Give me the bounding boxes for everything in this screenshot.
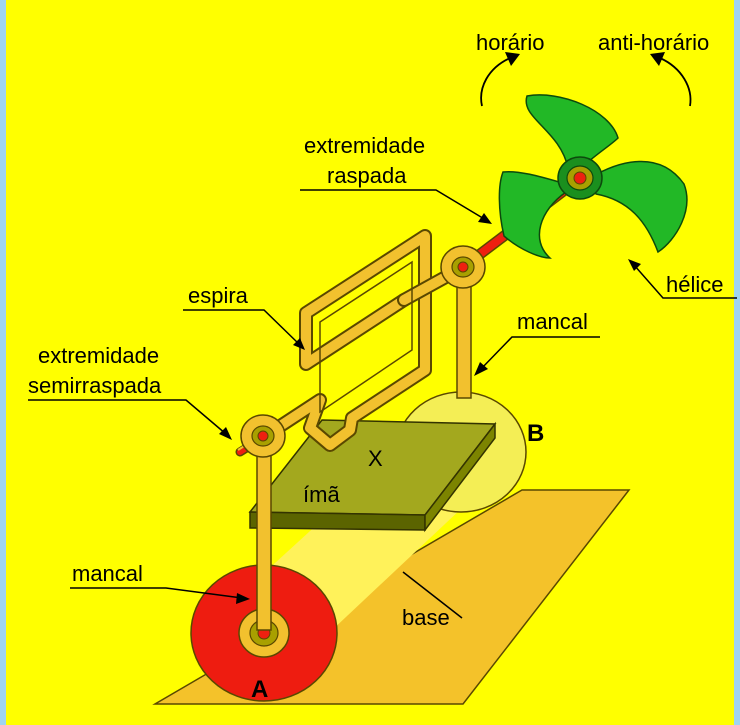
leader-espira-arrow xyxy=(293,338,305,350)
propeller-blade-top xyxy=(525,94,619,173)
leader-extremidade-semirraspada xyxy=(28,399,227,435)
label-b: B xyxy=(527,420,544,447)
leader-espira xyxy=(183,309,301,346)
label-ima: ímã xyxy=(303,482,340,507)
propeller xyxy=(498,94,688,259)
label-extremidade-raspada-line1: extremidade xyxy=(304,133,425,158)
label-extremidade-semirraspada-line1: extremidade xyxy=(38,343,159,368)
leader-mancal-top xyxy=(479,336,600,371)
leader-extremidade-semirraspada-arrow xyxy=(219,427,232,440)
magnet-side xyxy=(424,421,496,533)
label-extremidade-semirraspada-line2: semirraspada xyxy=(28,373,162,398)
label-espira: espira xyxy=(188,283,249,308)
leader-extremidade-raspada-arrow xyxy=(478,213,492,224)
label-mancal-top: mancal xyxy=(517,309,588,334)
magnet-front xyxy=(249,511,426,531)
label-horario: horário xyxy=(476,30,544,55)
leader-mancal-bottom-arrow xyxy=(236,593,250,604)
bearing-a-axle xyxy=(257,430,269,442)
label-helice: hélice xyxy=(666,272,723,297)
bearing-post-a xyxy=(256,437,272,631)
leader-extremidade-raspada xyxy=(300,189,487,221)
label-mancal-bottom: mancal xyxy=(72,561,143,586)
label-anti-horario: anti-horário xyxy=(598,30,709,55)
leader-helice xyxy=(633,264,737,299)
label-base: base xyxy=(402,605,450,630)
leader-base xyxy=(402,571,463,619)
label-a: A xyxy=(251,676,268,703)
propeller-blade-left xyxy=(498,170,567,259)
leader-mancal-top-arrow xyxy=(474,362,488,376)
label-extremidade-raspada-line2: raspada xyxy=(327,163,407,188)
bearing-b-axle xyxy=(457,261,469,273)
bearing-post-b xyxy=(456,269,472,399)
label-x: X xyxy=(368,446,383,471)
arrow-counterclockwise xyxy=(650,52,692,107)
propeller-hub-axle xyxy=(573,171,587,185)
arrow-clockwise xyxy=(480,52,520,107)
leader-helice-arrow xyxy=(628,259,641,271)
leader-mancal-bottom xyxy=(70,587,243,599)
propeller-blade-right xyxy=(589,160,688,254)
